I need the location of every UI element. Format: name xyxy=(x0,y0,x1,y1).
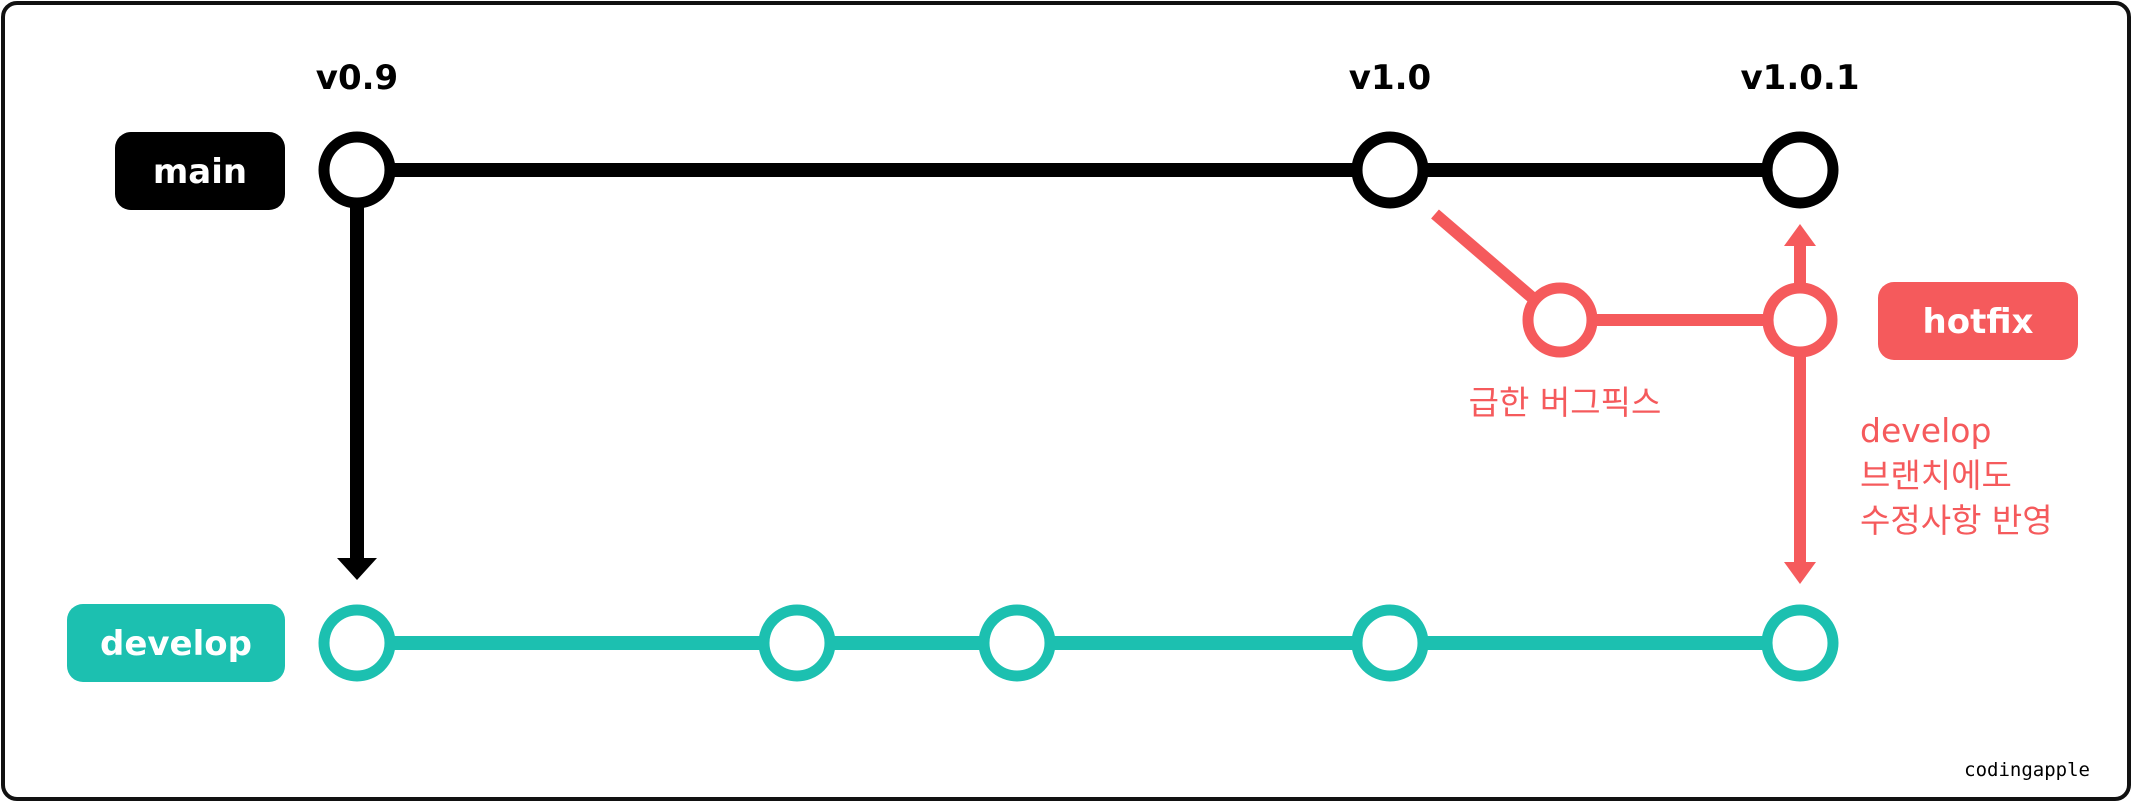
develop-commit-1 xyxy=(318,604,396,682)
hotfix-commit-note: 급한 버그픽스 xyxy=(1469,383,1662,422)
develop-branch-label: develop xyxy=(100,624,252,664)
main-branch-badge: main xyxy=(115,132,285,210)
develop-commit-5 xyxy=(1761,604,1839,682)
version-label-v0-9: v0.9 xyxy=(316,58,398,98)
hotfix-commit-1 xyxy=(1522,282,1598,358)
develop-commit-2 xyxy=(758,604,836,682)
version-label-v1-0: v1.0 xyxy=(1349,58,1431,98)
hotfix-to-develop-arrowhead xyxy=(1784,562,1816,584)
main-commit-v1-0 xyxy=(1351,131,1429,209)
hotfix-branch-label: hotfix xyxy=(1923,302,2034,342)
watermark-text: codingapple xyxy=(1964,759,2090,781)
hotfix-branch-badge: hotfix xyxy=(1878,282,2078,360)
main-commit-v0-9 xyxy=(318,131,396,209)
develop-reflect-note-line-1: develop xyxy=(1860,411,1991,450)
hotfix-branch-out-line xyxy=(1431,209,1539,305)
version-label-v1-0-1: v1.0.1 xyxy=(1741,58,1860,98)
develop-branch-badge: develop xyxy=(67,604,285,682)
hotfix-commit-2 xyxy=(1762,282,1838,358)
main-commit-v1-0-1 xyxy=(1761,131,1839,209)
develop-commit-3 xyxy=(978,604,1056,682)
main-to-develop-arrowhead xyxy=(337,558,377,580)
develop-reflect-note-line-3: 수정사항 반영 xyxy=(1860,501,2053,540)
develop-reflect-note-line-2: 브랜치에도 xyxy=(1860,456,2012,495)
hotfix-to-main-arrowhead xyxy=(1784,224,1816,246)
develop-commit-4 xyxy=(1351,604,1429,682)
main-branch-label: main xyxy=(153,152,247,192)
